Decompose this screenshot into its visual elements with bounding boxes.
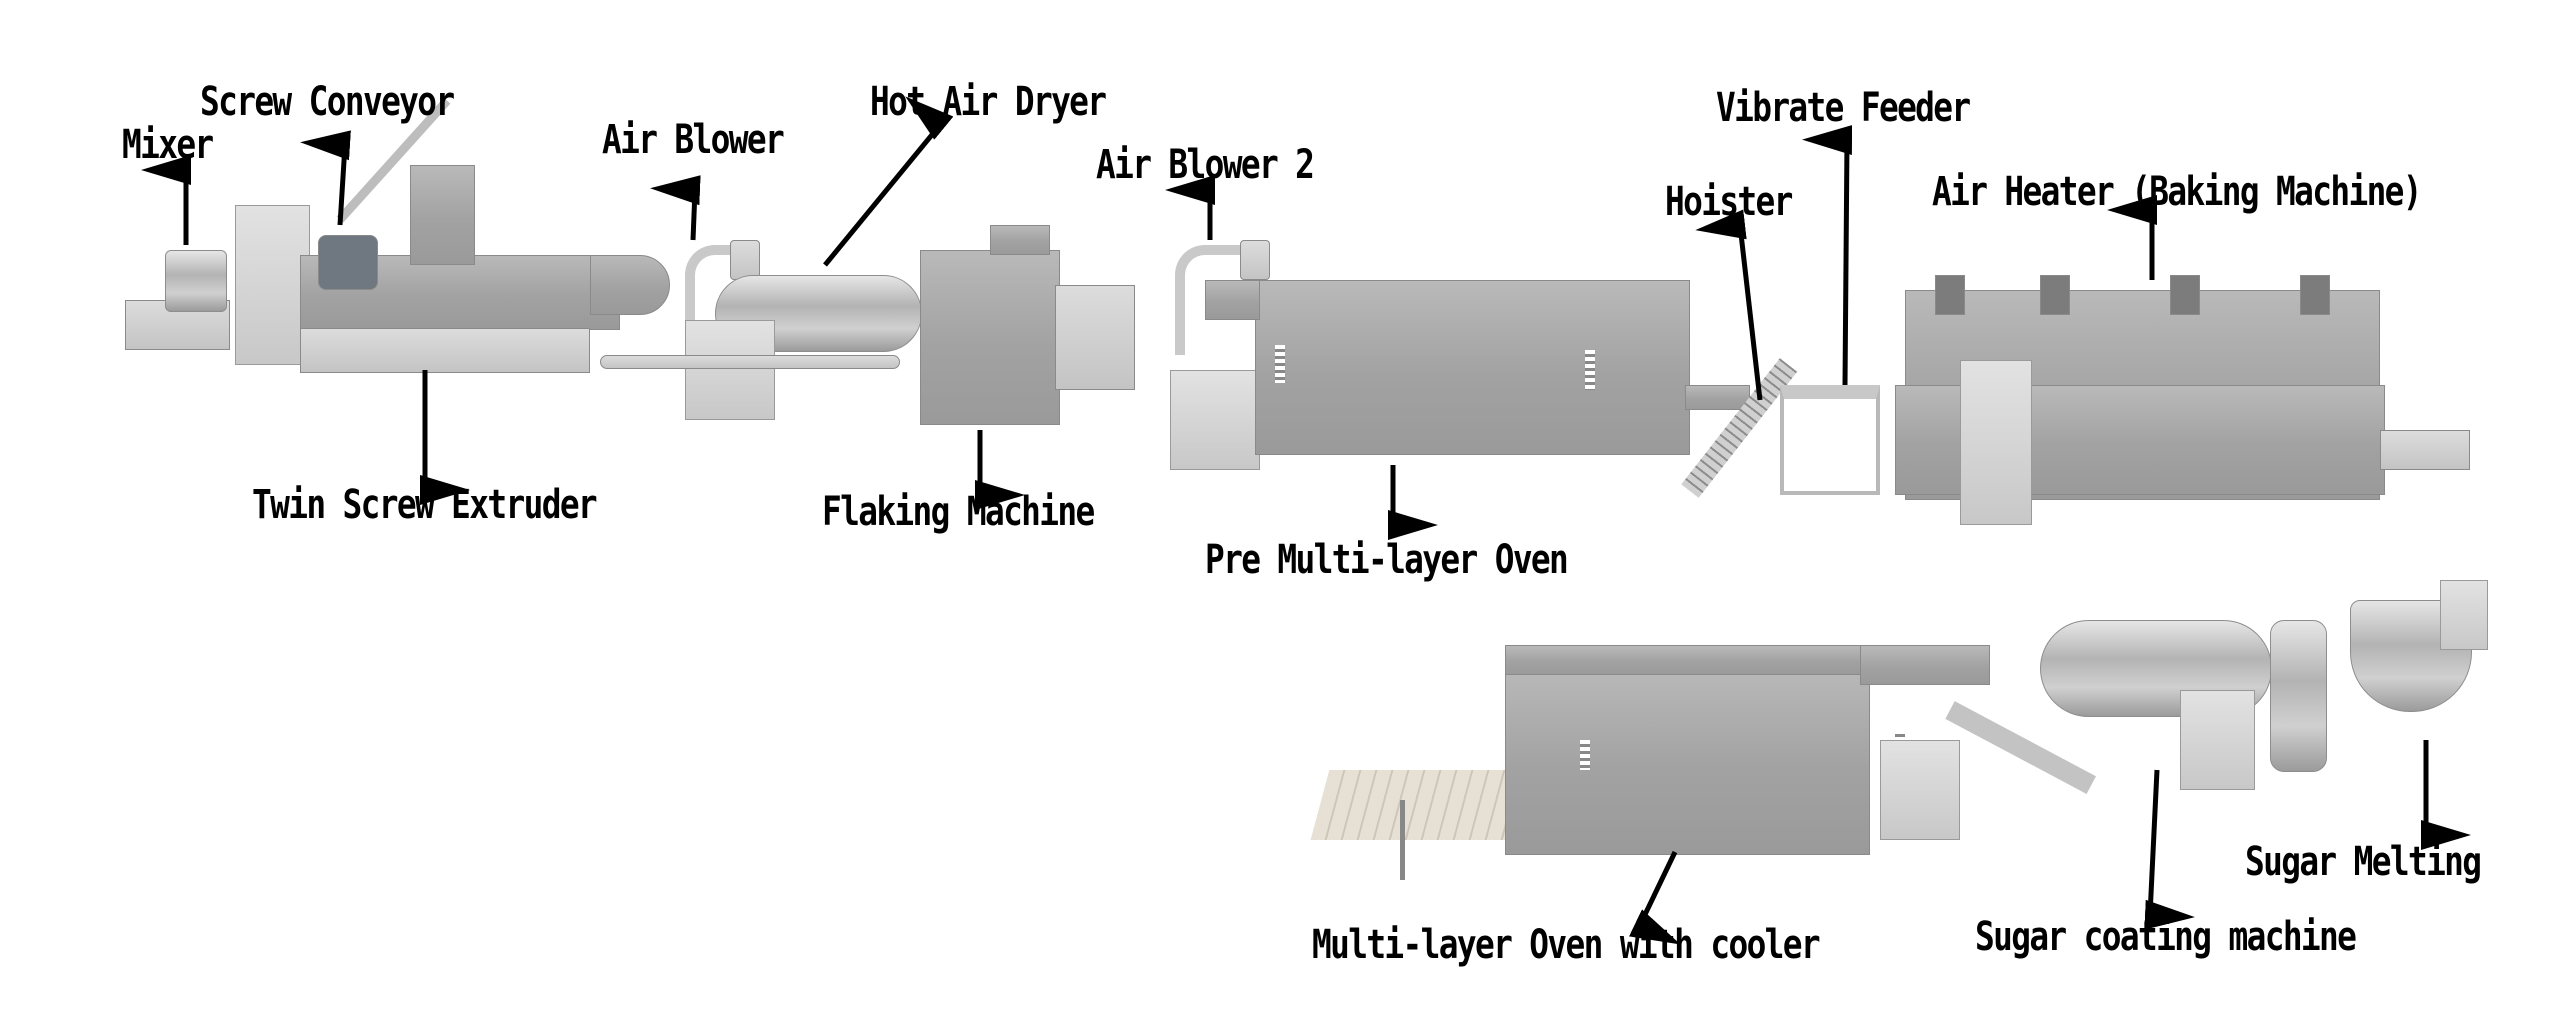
- screw-conveyor-arrow: [300, 130, 351, 226]
- multilayer-oven-with-cooler: [1505, 665, 1870, 855]
- hoister-arrow: [1695, 209, 1763, 401]
- flaking-rollers: [1055, 285, 1135, 390]
- air-blower-pipe: [685, 245, 755, 335]
- sugar-coating-control-panel: [2180, 690, 2255, 790]
- vibrate-feeder-arrow: [1802, 125, 1853, 386]
- flaking-machine: [920, 250, 1060, 425]
- label-twin-screw-extruder: Twin Screw Extruder: [252, 482, 598, 528]
- label-flaking-machine: Flaking Machine: [822, 489, 1095, 535]
- dryer-conveyor: [600, 355, 900, 369]
- air-heater-control-cabinet: [1960, 360, 2032, 525]
- label-multilayer-oven-cooler: Multi-layer Oven with cooler: [1312, 922, 1821, 968]
- air-blower-arrow: [650, 175, 701, 241]
- label-air-blower-2: Air Blower 2: [1096, 142, 1315, 188]
- extruder-control-cabinet: [235, 205, 310, 365]
- extruder-feeder-hopper: [410, 165, 475, 265]
- oven-vent-left: [1580, 740, 1590, 770]
- label-screw-conveyor: Screw Conveyor: [200, 79, 455, 125]
- sugar-melting-tank: [2270, 620, 2327, 772]
- pre-oven-control-panel: [1170, 370, 1260, 470]
- air-heater-fan-3: [2170, 275, 2200, 315]
- oven-control-panel: [1880, 740, 1960, 840]
- air-heater-fan-4: [2300, 275, 2330, 315]
- label-air-heater: Air Heater (Baking Machine): [1932, 169, 2423, 215]
- sugar-coating-arrow: [2144, 769, 2195, 930]
- hot-air-dryer-control-panel: [685, 320, 775, 420]
- air-heater-fan-2: [2040, 275, 2070, 315]
- multilayer-oven-top: [1505, 645, 1905, 675]
- label-hot-air-dryer: Hot Air Dryer: [870, 79, 1107, 125]
- air-blower-2-pipe: [1175, 245, 1245, 355]
- pre-multilayer-oven: [1255, 280, 1690, 455]
- hot-air-dryer-arrow: [823, 96, 954, 267]
- label-pre-multilayer-oven: Pre Multi-layer Oven: [1205, 537, 1569, 583]
- label-air-blower: Air Blower: [602, 117, 785, 163]
- flaking-machine-top: [990, 225, 1050, 255]
- pre-oven-exit-belt: [1685, 385, 1750, 410]
- air-heater-exit: [2380, 430, 2470, 470]
- vibrate-feeder-frame: [1780, 385, 1880, 495]
- pre-oven-vent-left: [1275, 345, 1285, 383]
- label-hoister: Hoister: [1665, 179, 1793, 225]
- air-heater-fan-1: [1935, 275, 1965, 315]
- air-blower-2: [1240, 240, 1270, 280]
- extruder-motor: [318, 235, 378, 290]
- air-blower-1: [730, 240, 760, 280]
- label-mixer: Mixer: [122, 122, 214, 168]
- label-sugar-coating: Sugar coating machine: [1975, 914, 2357, 960]
- extruder-die-head: [590, 255, 670, 315]
- multilayer-oven-arrow: [1629, 850, 1681, 945]
- cooler-leg: [1400, 800, 1405, 880]
- label-vibrate-feeder: Vibrate Feeder: [1716, 85, 1971, 131]
- pre-oven-vent-right: [1585, 350, 1595, 390]
- sugar-melting-control-box: [2440, 580, 2488, 650]
- pre-oven-fan-end: [1205, 280, 1260, 320]
- extruder-base: [300, 328, 590, 373]
- label-sugar-melting: Sugar Melting: [2245, 839, 2482, 885]
- oven-exit-hood: [1860, 645, 1990, 685]
- mixer-drum: [165, 250, 227, 312]
